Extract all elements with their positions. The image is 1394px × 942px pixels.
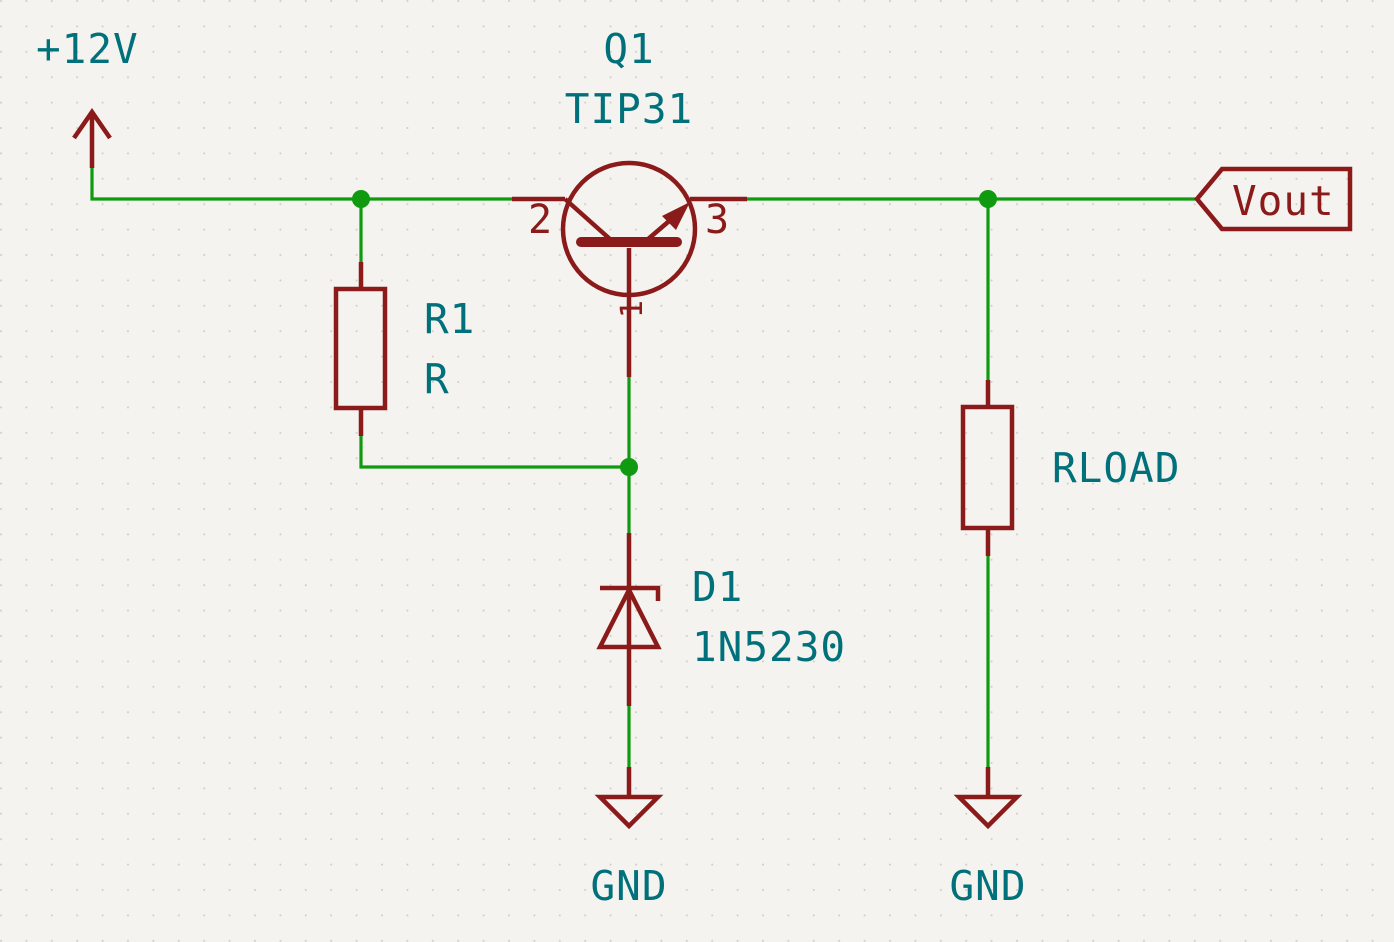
- transistor-q1[interactable]: 2 3 1 Q1 TIP31: [512, 25, 747, 377]
- emitter-arrow-icon: [662, 202, 690, 230]
- pin-number-collector: 2: [528, 197, 552, 243]
- transistor-value: TIP31: [565, 85, 693, 133]
- resistor-value: R: [424, 355, 450, 403]
- power-symbol-12v[interactable]: +12V: [36, 25, 139, 168]
- vout-label: Vout: [1232, 177, 1335, 225]
- rload-label: RLOAD: [1052, 444, 1180, 492]
- global-label-vout[interactable]: Vout: [1194, 166, 1353, 232]
- ground-symbol-right[interactable]: GND: [949, 767, 1026, 910]
- ground-symbol-left[interactable]: GND: [590, 767, 667, 910]
- zener-cathode-bar: [600, 585, 661, 601]
- ground-label-left: GND: [590, 862, 667, 910]
- zener-ref: D1: [692, 563, 743, 611]
- junction-dot: [979, 190, 997, 208]
- ground-label-right: GND: [949, 862, 1026, 910]
- wire-r1-to-base: [359, 434, 631, 469]
- pin-number-emitter: 3: [705, 197, 729, 243]
- ground-icon: [594, 794, 664, 830]
- resistor-rload[interactable]: RLOAD: [960, 380, 1180, 556]
- ground-icon: [953, 794, 1023, 830]
- vout-label-flag: [1194, 166, 1353, 232]
- zener-d1[interactable]: D1 1N5230: [596, 533, 846, 706]
- zener-value: 1N5230: [692, 623, 846, 671]
- resistor-ref: R1: [424, 295, 475, 343]
- collector-line: [563, 197, 613, 242]
- junction-dot: [352, 190, 370, 208]
- wires: [90, 166, 1199, 769]
- transistor-ref: Q1: [603, 25, 654, 73]
- power-arrow-icon: [72, 108, 112, 168]
- zener-triangle-icon: [596, 585, 662, 650]
- wire-supply-to-collector: [90, 166, 514, 201]
- power-label: +12V: [36, 25, 139, 73]
- resistor-r1[interactable]: R1 R: [333, 262, 475, 436]
- junction-dot: [620, 458, 638, 476]
- pin-number-base: 1: [615, 300, 650, 318]
